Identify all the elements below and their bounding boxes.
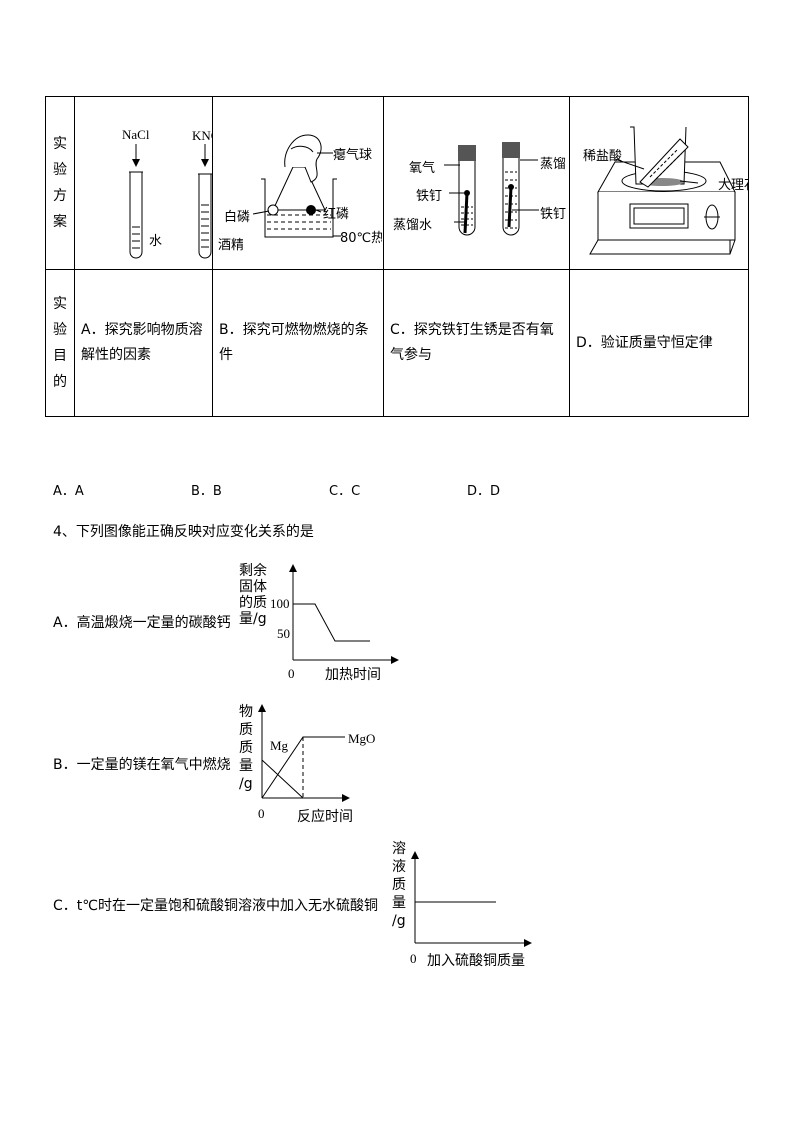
nail-label-1: 铁钉 — [416, 189, 443, 204]
row-header-purpose: 实 验 目 的 — [45, 269, 75, 417]
alcohol-label: 酒精 — [218, 238, 243, 253]
hot-water-label: 80℃热水 — [340, 231, 382, 246]
nacl-label: NaCl — [122, 127, 150, 142]
header-char: 方 — [53, 188, 67, 204]
purpose-c: C．探究铁钉生锈是否有氧气参与 — [383, 269, 570, 417]
graph-a-label: A．高温煅烧一定量的碳酸钙 — [53, 615, 231, 631]
header-char: 案 — [53, 214, 67, 230]
purpose-d: D．验证质量守恒定律 — [569, 269, 749, 417]
mg-label: Mg — [270, 738, 289, 753]
purpose-a: A．探究影响物质溶解性的因素 — [74, 269, 213, 417]
header-char: 验 — [53, 322, 67, 338]
balloon-label: 瘪气球 — [333, 148, 373, 163]
choice-b[interactable]: B．B — [191, 484, 222, 499]
graph-b-xlabel: 反应时间 — [297, 809, 353, 825]
purpose-b: B．探究可燃物燃烧的条件 — [212, 269, 384, 417]
origin-a: 0 — [288, 666, 295, 681]
figure-d-cell: 稀盐酸 大理石 — [569, 96, 749, 270]
marble-label: 大理石 — [718, 178, 748, 193]
header-char: 目 — [53, 348, 67, 364]
distilled-water-label-2: 蒸馏 — [540, 157, 567, 172]
graph-a-ylabel: 剩余固体的质量/g — [239, 563, 267, 627]
origin-b: 0 — [258, 806, 265, 821]
header-char: 的 — [53, 374, 67, 390]
mgo-label: MgO — [348, 731, 375, 746]
tick-100: 100 — [270, 596, 290, 611]
figure-a-test-tubes: NaCl KNO3 水 — [122, 127, 225, 259]
graph-a-xlabel: 加热时间 — [325, 667, 381, 683]
distilled-water-label-1: 蒸馏水 — [393, 218, 433, 233]
choice-a[interactable]: A．A — [53, 484, 84, 499]
choice-c[interactable]: C．C — [329, 484, 361, 499]
water-label: 水 — [149, 233, 162, 248]
choice-d[interactable]: D．D — [467, 484, 501, 499]
graph-c-label: C．t℃时在一定量饱和硫酸铜溶液中加入无水硫酸铜 — [53, 898, 378, 914]
tick-50: 50 — [277, 626, 290, 641]
graph-a-line — [293, 603, 370, 642]
figure-a-cell: NaCl KNO3 水 — [74, 96, 243, 270]
figure-b-beaker — [252, 134, 341, 238]
header-char: 验 — [53, 162, 67, 178]
graph-c-xlabel: 加入硫酸铜质量 — [427, 953, 525, 969]
experiment-table: 实 验 方 案 NaCl KNO3 — [45, 96, 749, 417]
acid-label: 稀盐酸 — [583, 149, 623, 164]
header-char: 实 — [53, 296, 67, 312]
figure-d-balance — [589, 126, 736, 255]
figure-b-cell: 瘪气球 白磷 红磷 80℃热水 — [212, 96, 384, 270]
graph-b-chart: Mg MgO 0 — [258, 704, 375, 821]
graph-b-label: B．一定量的镁在氧气中燃烧 — [53, 757, 231, 773]
figure-c-cell: 氧气 铁钉 蒸馏水 蒸馏 铁钉 — [383, 96, 570, 270]
white-phosphorus-label: 白磷 — [224, 210, 251, 225]
row-header-plan: 实 验 方 案 — [45, 96, 75, 270]
header-char: 实 — [53, 136, 67, 152]
origin-c: 0 — [410, 951, 417, 966]
graph-b-ylabel: 物质质量/g — [239, 704, 253, 792]
kno3-label: KNO3 — [192, 128, 212, 145]
red-phosphorus-label: 红磷 — [323, 207, 350, 222]
graph-c-chart: 0 — [410, 851, 532, 966]
graph-c-ylabel: 溶液质量/g — [392, 841, 406, 929]
question-4: 4、下列图像能正确反映对应变化关系的是 — [53, 524, 314, 540]
figure-c-nail-tubes — [444, 142, 539, 236]
nail-label-2: 铁钉 — [540, 207, 567, 222]
oxygen-label: 氧气 — [409, 161, 436, 176]
graph-a-chart: 100 50 0 — [270, 564, 399, 681]
mg-line — [261, 759, 304, 799]
